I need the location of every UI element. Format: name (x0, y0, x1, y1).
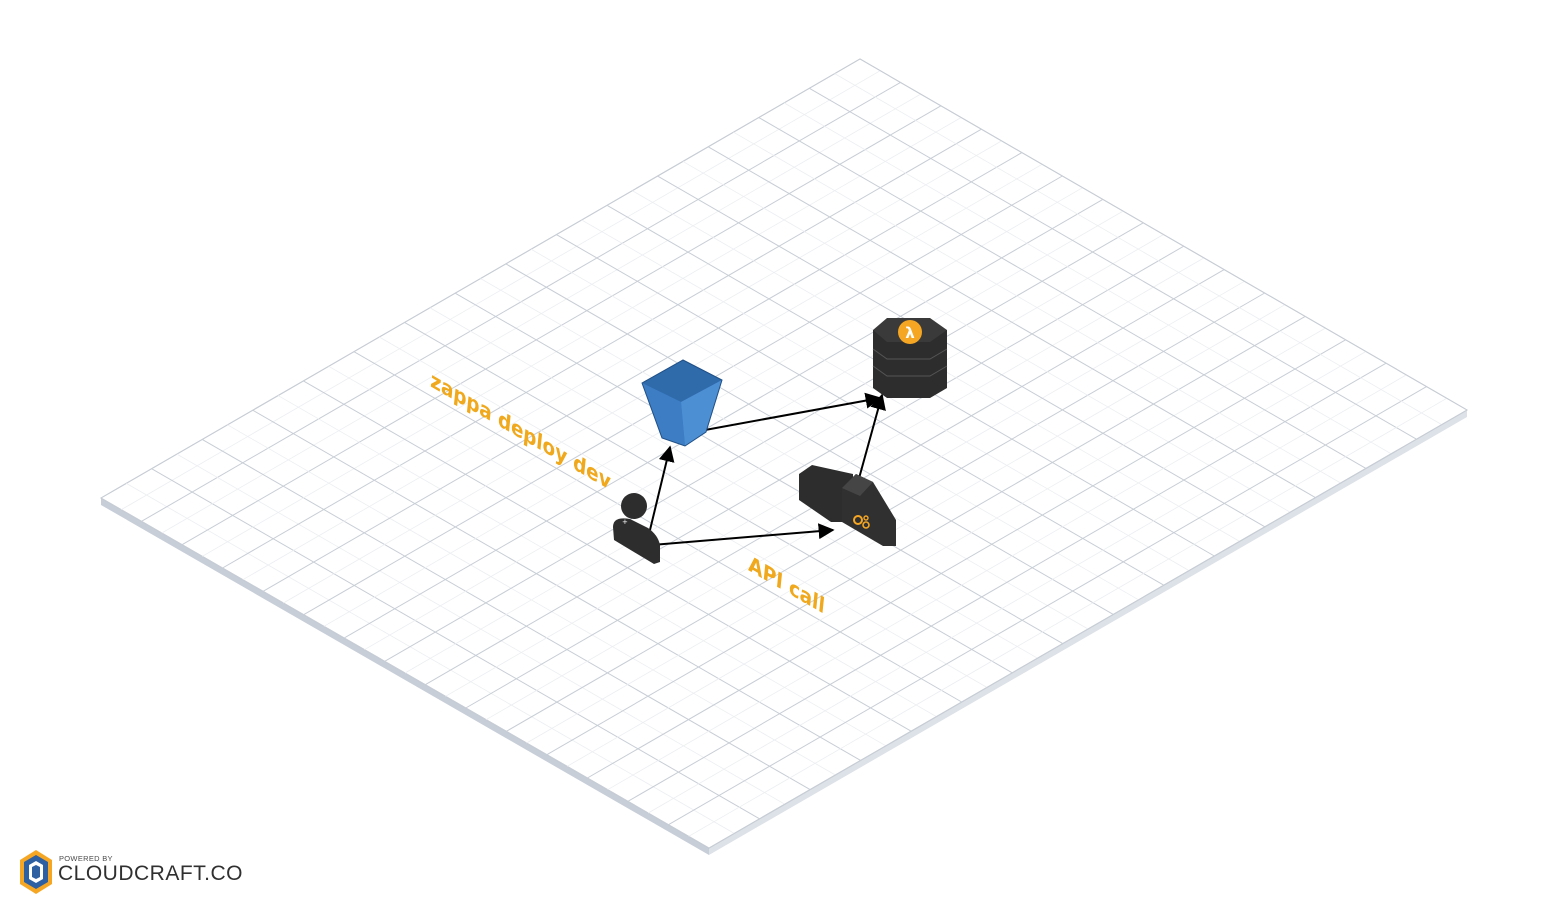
grid-line (647, 374, 1407, 814)
lambda-glyph: λ (905, 324, 915, 342)
grid-line (708, 409, 1468, 849)
arrow-s3-to-lambda (704, 392, 882, 431)
user-icon[interactable]: + (613, 493, 660, 564)
grid-line (758, 117, 1367, 469)
powered-by-text: POWERED BY (59, 854, 113, 863)
grid-platform (99, 58, 1468, 855)
brand-name: CLOUDCRAFT.CO (58, 862, 244, 885)
api-gateway-icon[interactable] (799, 465, 896, 546)
gear-icon (853, 515, 870, 529)
lambda-icon[interactable]: λ (872, 318, 948, 398)
grid-line (627, 362, 1387, 802)
svg-text:+: + (622, 518, 628, 526)
grid-line (783, 102, 1392, 455)
arrow-user-to-s3 (649, 445, 675, 531)
grid-line (859, 58, 1468, 411)
cloudcraft-branding[interactable]: POWERED BY CLOUDCRAFT.CO (18, 848, 243, 898)
grid-line (733, 131, 1341, 484)
arrow-api-gateway-to-lambda (857, 393, 886, 483)
grid-line (809, 87, 1417, 440)
grid-line (668, 386, 1427, 826)
s3-bucket-icon[interactable] (641, 359, 723, 447)
cloudcraft-logo-icon (20, 850, 52, 894)
connectors (649, 392, 886, 546)
arrow-user-to-api-gateway (651, 523, 835, 546)
grid-line (688, 397, 1447, 837)
grid-line (834, 73, 1442, 425)
